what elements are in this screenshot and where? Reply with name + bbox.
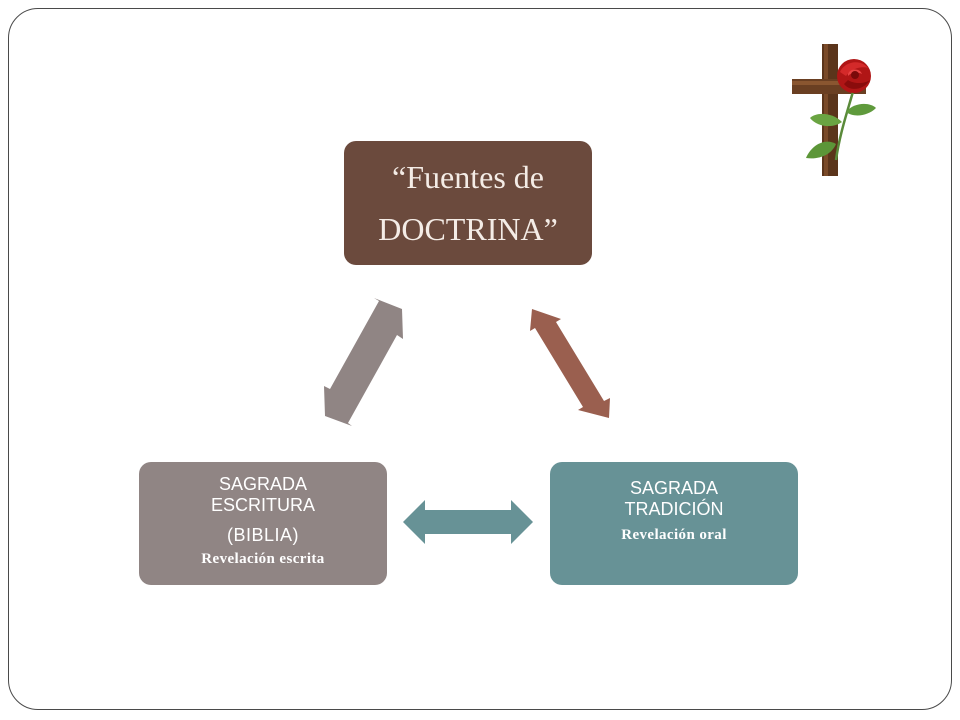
escritura-note: Revelación escrita — [201, 551, 325, 567]
box-sagrada-tradicion: SAGRADA TRADICIÓN Revelación oral — [550, 462, 798, 585]
box-sagrada-escritura: SAGRADA ESCRITURA (BIBLIA) Revelación es… — [139, 462, 387, 585]
escritura-subheading: (BIBLIA) — [226, 525, 300, 545]
top-box-line1: “Fuentes de — [392, 159, 544, 195]
slide-frame — [8, 8, 952, 710]
tradicion-heading: SAGRADA TRADICIÓN — [624, 478, 724, 519]
top-box-line2: DOCTRINA” — [378, 211, 558, 247]
escritura-heading: SAGRADA ESCRITURA — [210, 474, 315, 515]
tradicion-note: Revelación oral — [621, 527, 727, 543]
arrow-top-to-tradicion — [530, 309, 610, 418]
arrow-escritura-to-tradicion — [403, 500, 533, 544]
cross-with-rose-icon — [792, 44, 876, 176]
arrow-top-to-escritura — [324, 298, 403, 426]
box-fuentes-de-doctrina: “Fuentes de DOCTRINA” — [344, 141, 592, 265]
